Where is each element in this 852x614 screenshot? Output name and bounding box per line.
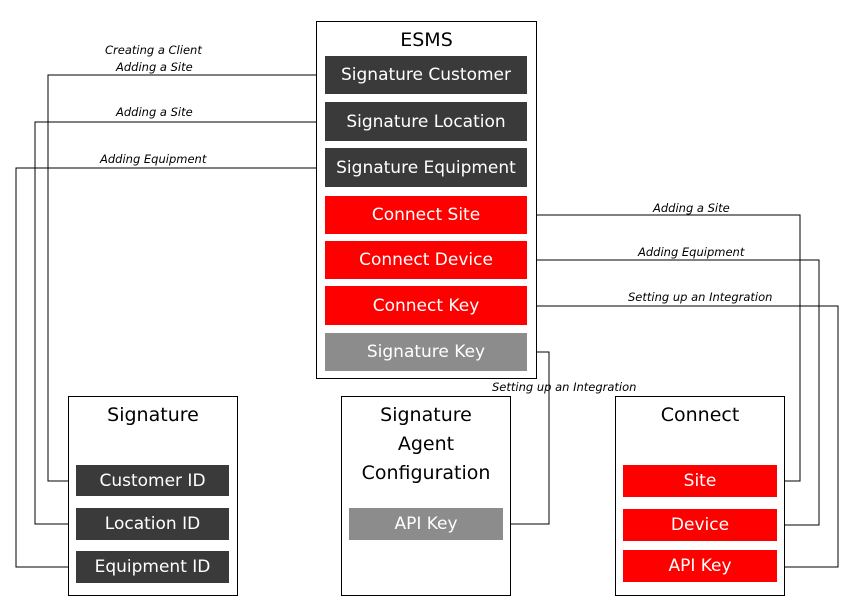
field-device: Device <box>623 509 777 541</box>
line-customer-id-to-signature-customer <box>47 71 326 482</box>
agent-title-line-2: Agent <box>397 433 455 455</box>
field-signature-customer: Signature Customer <box>325 56 527 94</box>
label-adding-site-3: Adding a Site <box>653 201 730 215</box>
agent-config-box: Signature Agent Configuration <box>341 396 511 596</box>
field-connect-site: Connect Site <box>325 196 527 234</box>
label-adding-equipment-1: Adding Equipment <box>100 152 207 166</box>
label-setting-integration-1: Setting up an Integration <box>628 290 773 304</box>
line-agent-api-key-to-signature-key <box>503 348 550 525</box>
line-location-id-to-signature-location <box>34 118 326 525</box>
label-adding-site-1: Adding a Site <box>116 60 193 74</box>
field-customer-id: Customer ID <box>76 465 229 496</box>
field-signature-key: Signature Key <box>325 333 527 371</box>
signature-title: Signature <box>107 404 199 426</box>
label-setting-integration-2: Setting up an Integration <box>492 380 637 394</box>
field-equipment-id: Equipment ID <box>76 551 229 583</box>
line-site-to-connect-site <box>526 211 801 482</box>
line-equipment-id-to-signature-equipment <box>15 164 326 568</box>
field-connect-key: Connect Key <box>325 286 527 325</box>
agent-title-line-1: Signature <box>380 404 472 426</box>
label-creating-client: Creating a Client <box>105 43 202 57</box>
field-api-key: API Key <box>623 550 777 582</box>
field-location-id: Location ID <box>76 508 229 540</box>
field-connect-device: Connect Device <box>325 241 527 279</box>
field-agent-api-key: API Key <box>349 508 503 540</box>
field-signature-equipment: Signature Equipment <box>325 148 527 187</box>
field-site: Site <box>623 465 777 497</box>
connect-title: Connect <box>660 404 740 426</box>
label-adding-equipment-2: Adding Equipment <box>638 245 745 259</box>
line-api-key-to-connect-key <box>526 302 839 568</box>
label-adding-site-2: Adding a Site <box>116 105 193 119</box>
esms-title: ESMS <box>400 29 453 51</box>
agent-title-line-3: Configuration <box>361 462 491 484</box>
line-device-to-connect-device <box>526 256 820 526</box>
field-signature-location: Signature Location <box>325 102 527 141</box>
